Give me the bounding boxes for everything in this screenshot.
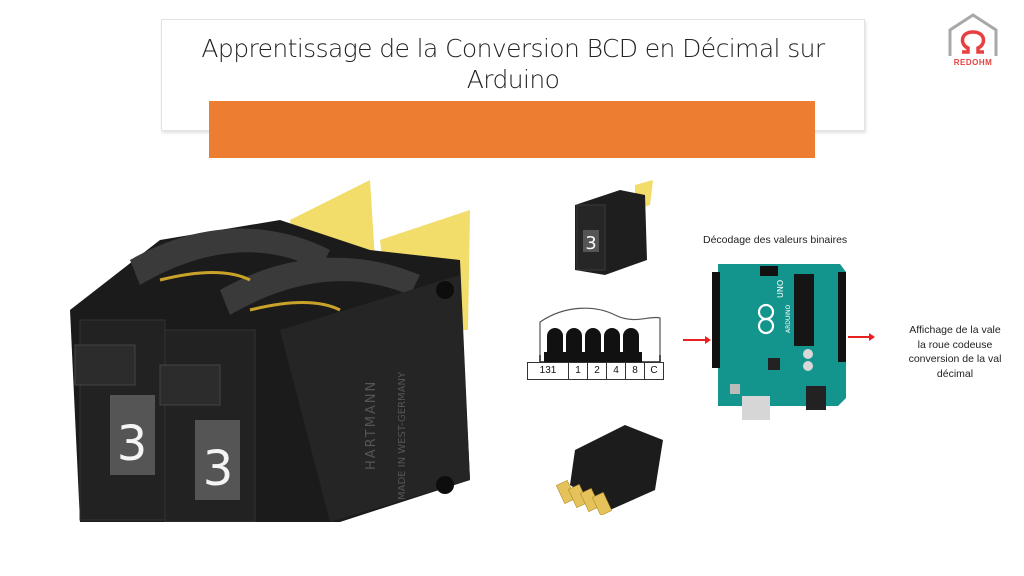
pin-label-common: 131 <box>528 363 569 379</box>
output-line-4: décimal <box>936 367 974 380</box>
switch-back-photo <box>555 425 663 515</box>
omega-house-icon <box>948 13 998 56</box>
pin-label-4: 4 <box>607 363 626 379</box>
bcd-switch-diagram <box>539 307 661 363</box>
photo-digit-right: 3 <box>203 441 234 497</box>
thumbwheel-switch-photo: 3 3 HARTMANN MADE IN WEST-GERMANY <box>70 180 470 522</box>
output-line-1: Affichage de la vale <box>909 324 1001 336</box>
single-switch-photo: 3 <box>575 180 653 275</box>
bcd-pin-labels: 131 1 2 4 8 C <box>527 362 664 380</box>
photo-made-in: MADE IN WEST-GERMANY <box>397 371 408 500</box>
output-description: Affichage de la vale la roue codeuse con… <box>880 323 1024 381</box>
board-uno-label: UNO <box>776 280 785 298</box>
pin-label-1: 1 <box>569 363 588 379</box>
board-brand-label: ARDUINO <box>785 304 792 333</box>
title-line-1: Apprentissage de la Conversion BCD en Dé… <box>201 34 825 63</box>
small-switch-digit: 3 <box>585 233 596 254</box>
arrow-to-arduino-icon <box>683 336 711 344</box>
photo-brand-text: HARTMANN <box>364 380 379 470</box>
decode-label: Décodage des valeurs binaires <box>703 234 848 246</box>
title-line-2: Arduino <box>466 65 560 94</box>
arrow-to-output-icon <box>848 333 875 341</box>
photo-digit-left: 3 <box>117 416 148 472</box>
orange-accent-bar <box>209 101 815 158</box>
pin-label-c: C <box>650 365 658 376</box>
output-line-2: la roue codeuse <box>917 338 993 351</box>
arduino-uno-board: UNO ARDUINO <box>712 264 846 420</box>
pin-label-2: 2 <box>588 363 607 379</box>
pin-label-8: 8 <box>626 363 645 379</box>
logo-text: REDOHM <box>953 58 993 67</box>
slide-title: Apprentissage de la Conversion BCD en Dé… <box>162 33 864 95</box>
redohm-logo: REDOHM <box>942 12 1004 72</box>
output-line-3: conversion de la val <box>908 353 1002 365</box>
